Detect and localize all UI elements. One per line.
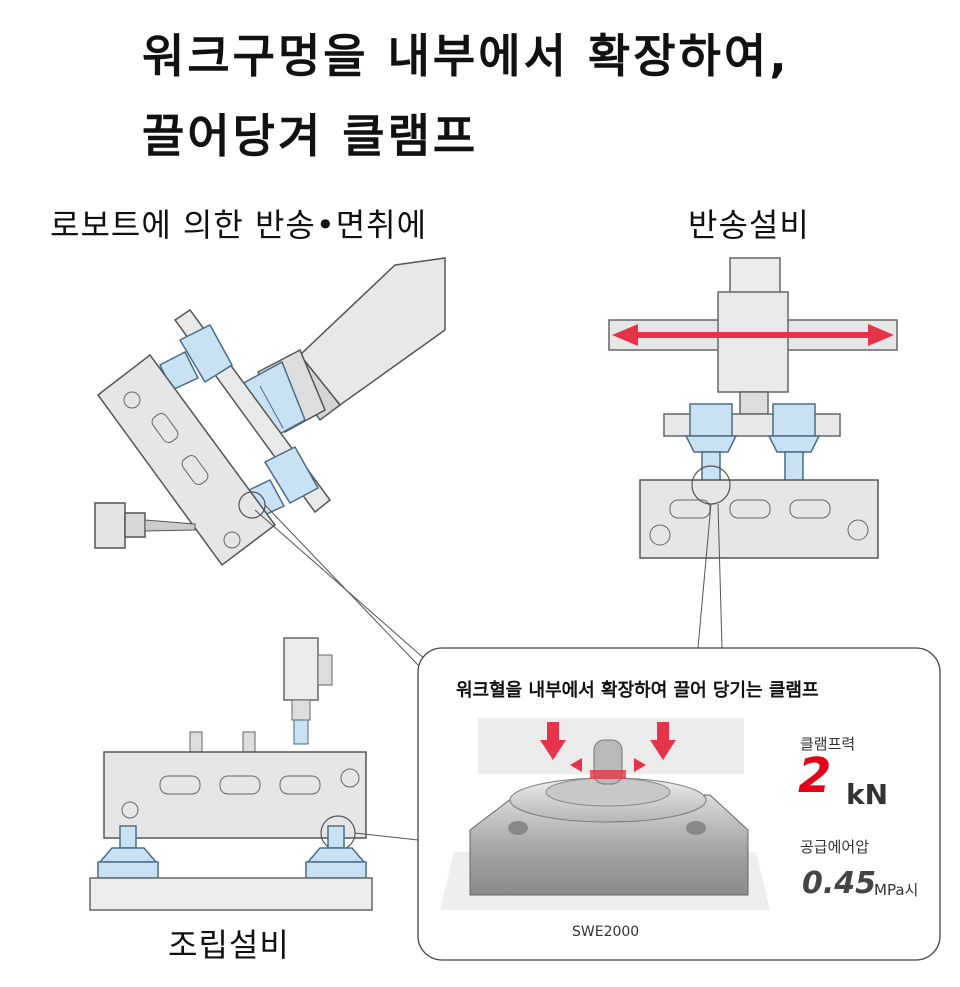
callout-leader-lines — [254, 503, 723, 841]
headline-line-1: 워크구멍을 내부에서 확장하여, — [142, 29, 790, 83]
assembly-press — [283, 637, 333, 745]
air-pressure-unit: MPa시 — [874, 881, 919, 899]
transfer-clamp-left — [684, 403, 738, 483]
assembly-base — [89, 877, 373, 911]
air-pressure-value: 0.45 — [802, 866, 877, 901]
transfer-direction-arrow — [612, 324, 894, 346]
chamfer-tool — [94, 502, 196, 549]
clamp-force-arrows — [540, 722, 676, 772]
transfer-workpiece — [639, 465, 879, 559]
assembly-clamp-right — [305, 825, 367, 879]
transfer-scene-label: 반송설비 — [688, 206, 810, 244]
air-pressure-label: 공급에어압 — [800, 838, 870, 856]
clamp-force-value: 2 — [798, 748, 832, 804]
callout-title: 워크혈을 내부에서 확장하여 끌어 당기는 클램프 — [456, 680, 819, 701]
clamp-force-unit: kN — [846, 778, 889, 811]
transfer-rail — [608, 257, 898, 437]
headline-line-2: 끌어당겨 클램프 — [142, 109, 479, 163]
transfer-clamp-right — [767, 403, 821, 483]
clamp-force-label: 클램프력 — [800, 735, 856, 753]
assembly-clamp-left — [97, 825, 159, 879]
model-number: SWE2000 — [572, 924, 640, 940]
robot-workpiece — [96, 353, 277, 567]
clamp-photo — [440, 718, 770, 910]
assembly-scene-label: 조립설비 — [168, 926, 290, 964]
robot-scene-label: 로보트에 의한 반송•면취에 — [50, 206, 428, 244]
assembly-workpiece — [103, 731, 367, 851]
